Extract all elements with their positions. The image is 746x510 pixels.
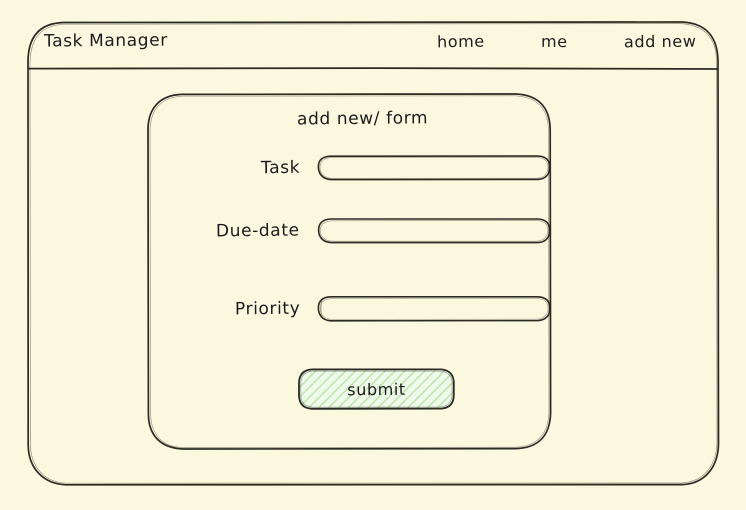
nav-item-me[interactable]: me (540, 31, 568, 52)
card-title: add new/ form (148, 108, 550, 130)
label-priority: Priority (148, 298, 301, 320)
app-title: Task Manager (43, 30, 168, 52)
nav-item-add-new[interactable]: add new (623, 31, 697, 52)
form-row-task: Task (148, 155, 551, 187)
header-bar: Task Manager home me add new (28, 22, 718, 70)
app-frame-outline (27, 21, 720, 486)
field-due-date[interactable] (317, 218, 551, 244)
form-row-due-date: Due-date (148, 218, 551, 250)
label-priority-text: Priority (234, 298, 301, 320)
label-due-date-text: Due-date (216, 220, 301, 242)
submit-button-outline (298, 368, 455, 410)
submit-button[interactable]: submit (298, 368, 455, 410)
header-divider (28, 67, 718, 70)
form-row-priority: Priority (148, 296, 551, 328)
priority-input[interactable] (326, 298, 544, 320)
nav-item-home[interactable]: home (436, 31, 486, 52)
app-window-frame: Task Manager home me add new add new/ fo… (27, 21, 720, 486)
card-title-text: add new/ form (297, 108, 429, 130)
task-input[interactable] (326, 157, 544, 179)
label-due-date: Due-date (148, 220, 301, 242)
form-card-outline (147, 93, 552, 450)
submit-button-label: submit (347, 379, 406, 400)
due-date-input[interactable] (326, 220, 544, 242)
field-priority[interactable] (317, 296, 551, 322)
label-task: Task (148, 158, 300, 178)
label-task-text: Task (260, 157, 301, 179)
field-task[interactable] (317, 155, 551, 181)
add-new-form-card: add new/ form Task Due-date (147, 93, 552, 456)
main-navigation: home me add new (436, 31, 697, 52)
